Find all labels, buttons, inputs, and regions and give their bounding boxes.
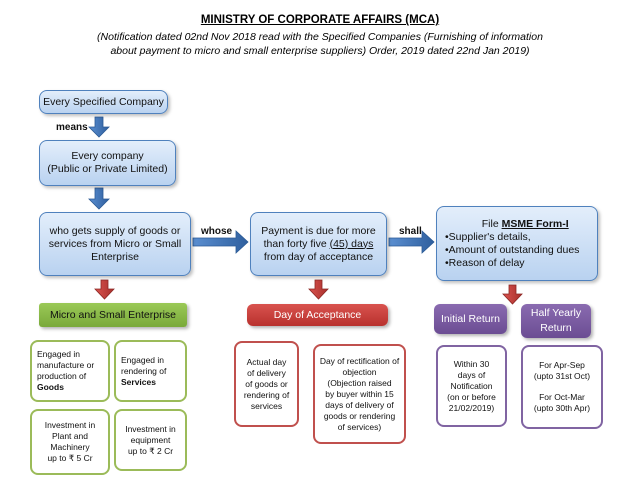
actual-line4: rendering of <box>243 389 290 400</box>
goods-line1: Engaged in <box>37 349 81 359</box>
box5-title-bold: MSME Form-I <box>501 217 569 230</box>
goods-line2: manufacture or <box>37 360 95 370</box>
half-yearly-detail-box: For Apr-Sep (upto 31st Oct) For Oct-Mar … <box>521 345 603 429</box>
actual-line2: of delivery <box>247 367 286 378</box>
down-arrow-1 <box>88 116 110 138</box>
box5-item3: •Reason of delay <box>445 256 525 269</box>
box3-line1: who gets supply of goods or <box>49 224 181 237</box>
goods-bold: Goods <box>37 382 64 392</box>
msme-category-label: Micro and Small Enterprise <box>49 309 177 321</box>
oct-line1: For Oct-Mar <box>539 392 585 402</box>
initial-return-detail-box: Within 30 days of Notification (on or be… <box>436 345 507 427</box>
supply-box: who gets supply of goods or services fro… <box>39 212 191 276</box>
right-arrow-shall <box>388 230 435 254</box>
rect-line3: (Objection raised <box>327 377 392 388</box>
box3-line2: services from Micro or Small <box>48 237 182 250</box>
page-title: MINISTRY OF CORPORATE AFFAIRS (MCA) <box>200 14 440 26</box>
services-line1: Engaged in <box>121 354 165 365</box>
services-bold: Services <box>121 376 156 387</box>
services-line2: rendering of <box>121 365 167 376</box>
payment-due-box: Payment is due for more than forty five … <box>250 212 387 276</box>
initial-return-label: Initial Return <box>441 312 500 325</box>
right-arrow-whose <box>192 230 249 254</box>
subtitle-line-2: about payment to micro and small enterpr… <box>110 45 530 57</box>
half-yearly-label: Half Yearly Return <box>530 307 582 334</box>
box5-title-pre: File <box>481 217 502 230</box>
box2-line1: Every company <box>71 150 144 162</box>
plant-line1: Investment in <box>44 420 96 430</box>
initial-line5: 21/02/2019) <box>448 402 495 413</box>
box2-line2: (Public or Private Limited) <box>47 163 168 175</box>
apr-line1: For Apr-Sep <box>539 360 585 370</box>
rect-line4: by buyer within 15 <box>325 388 394 399</box>
msme-category: Micro and Small Enterprise <box>39 303 187 327</box>
initial-return-category: Initial Return <box>434 304 507 334</box>
equip-line1: Investment in <box>125 423 176 434</box>
actual-line1: Actual day <box>246 356 287 367</box>
apr-line2: (upto 31st Oct) <box>533 371 591 381</box>
box5-item2: •Amount of outstanding dues <box>445 243 580 256</box>
acceptance-category-label: Day of Acceptance <box>273 309 362 321</box>
initial-line3: Notification <box>450 380 493 391</box>
acceptance-category: Day of Acceptance <box>247 304 388 326</box>
every-specified-company-box: Every Specified Company <box>39 90 168 114</box>
oct-line2: (upto 30th Apr) <box>533 403 591 413</box>
plant-line3: Machinery <box>50 442 90 452</box>
goods-line3: production of <box>37 371 87 381</box>
means-label: means <box>56 122 88 133</box>
subtitle-line-1: (Notification dated 02nd Nov 2018 read w… <box>97 31 543 43</box>
msme-form-box: File MSME Form-I •Supplier's details, •A… <box>436 206 598 281</box>
down-arrow-2 <box>88 187 110 210</box>
goods-box: Engaged in manufacture or production of … <box>30 340 110 402</box>
box4-line1: Payment is due for more <box>261 224 376 237</box>
whose-label: whose <box>201 226 233 237</box>
page-subtitle: (Notification dated 02nd Nov 2018 read w… <box>70 30 570 58</box>
box1-text: Every Specified Company <box>43 95 164 108</box>
rect-line7: of services) <box>337 421 382 432</box>
red-arrow-acceptance <box>308 279 329 300</box>
plant-line2: Plant and <box>52 431 88 441</box>
box4-days: (45) days <box>329 237 374 250</box>
box5-item1: •Supplier's details, <box>445 230 531 243</box>
rect-line6: goods or rendering <box>323 410 396 421</box>
half-yearly-category: Half Yearly Return <box>521 304 591 338</box>
equip-line2: equipment <box>130 434 171 445</box>
equip-line3: up to ₹ 2 Cr <box>127 445 174 456</box>
shall-label: shall <box>399 226 422 237</box>
equipment-box: Investment in equipment up to ₹ 2 Cr <box>114 409 187 471</box>
box4-line2: than forty five <box>263 237 327 250</box>
rectification-box: Day of rectification of objection (Objec… <box>313 344 406 444</box>
box4-line3: from day of acceptance <box>263 250 374 263</box>
initial-line1: Within 30 <box>453 358 490 369</box>
actual-line3: of goods or <box>245 378 288 389</box>
plant-machinery-box: Investment in Plant and Machinery up to … <box>30 409 110 475</box>
box3-line3: Enterprise <box>91 250 139 263</box>
plant-line4: up to ₹ 5 Cr <box>47 453 93 463</box>
red-arrow-returns <box>502 284 523 305</box>
red-arrow-msme <box>94 279 115 300</box>
actual-line5: services <box>250 400 283 411</box>
rect-line2: objection <box>342 366 377 377</box>
initial-line4: (on or before <box>447 391 496 402</box>
rect-line5: days of delivery of <box>325 399 394 410</box>
actual-day-box: Actual day of delivery of goods or rende… <box>234 341 299 427</box>
services-box: Engaged in rendering of Services <box>114 340 187 402</box>
rect-line1: Day of rectification of <box>319 355 400 366</box>
every-company-box: Every company (Public or Private Limited… <box>39 140 176 186</box>
initial-line2: days of <box>457 369 486 380</box>
